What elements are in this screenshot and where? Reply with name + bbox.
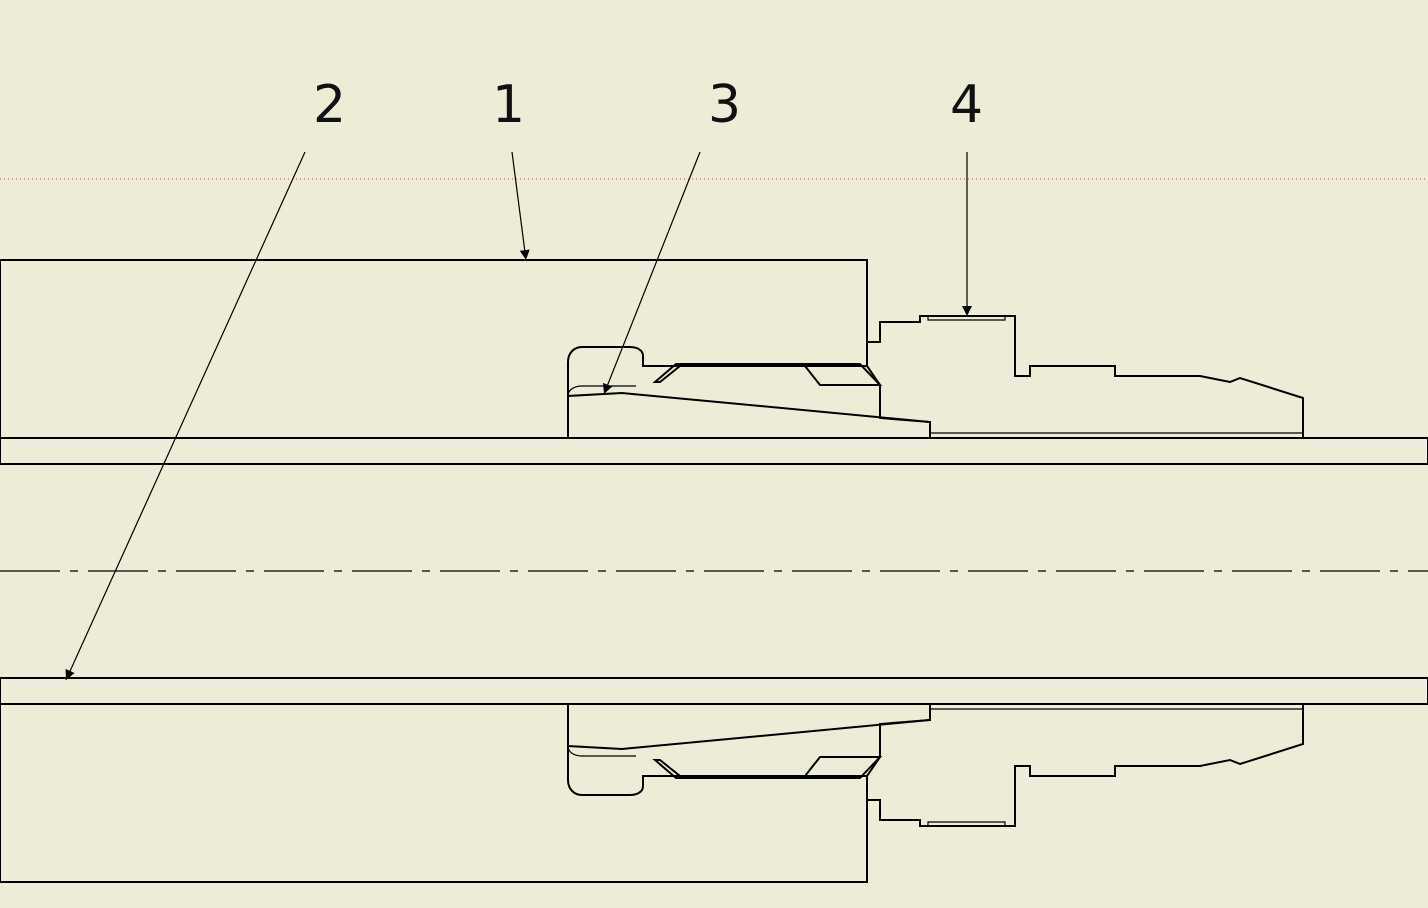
callout-label-3: 3 [708, 75, 741, 135]
housing-bottom-section [0, 703, 868, 883]
ferrule-top-section [567, 385, 931, 439]
nut-bottom-section [866, 703, 1304, 827]
housing-top-section [0, 259, 868, 439]
tube-bottom-wall [0, 677, 1428, 705]
tube-top-wall [0, 437, 1428, 465]
callout-leader-2 [65, 151, 306, 681]
callout-leader-1 [511, 151, 530, 261]
nut-top-section [866, 315, 1304, 439]
callout-label-1: 1 [492, 75, 525, 135]
callout-label-2: 2 [313, 75, 346, 135]
sealing-ring-top [652, 363, 883, 386]
ferrule-bottom-section [567, 703, 931, 757]
sealing-ring-bottom [652, 756, 883, 779]
callout-leader-3 [603, 151, 701, 395]
callout-label-4: 4 [950, 75, 983, 135]
